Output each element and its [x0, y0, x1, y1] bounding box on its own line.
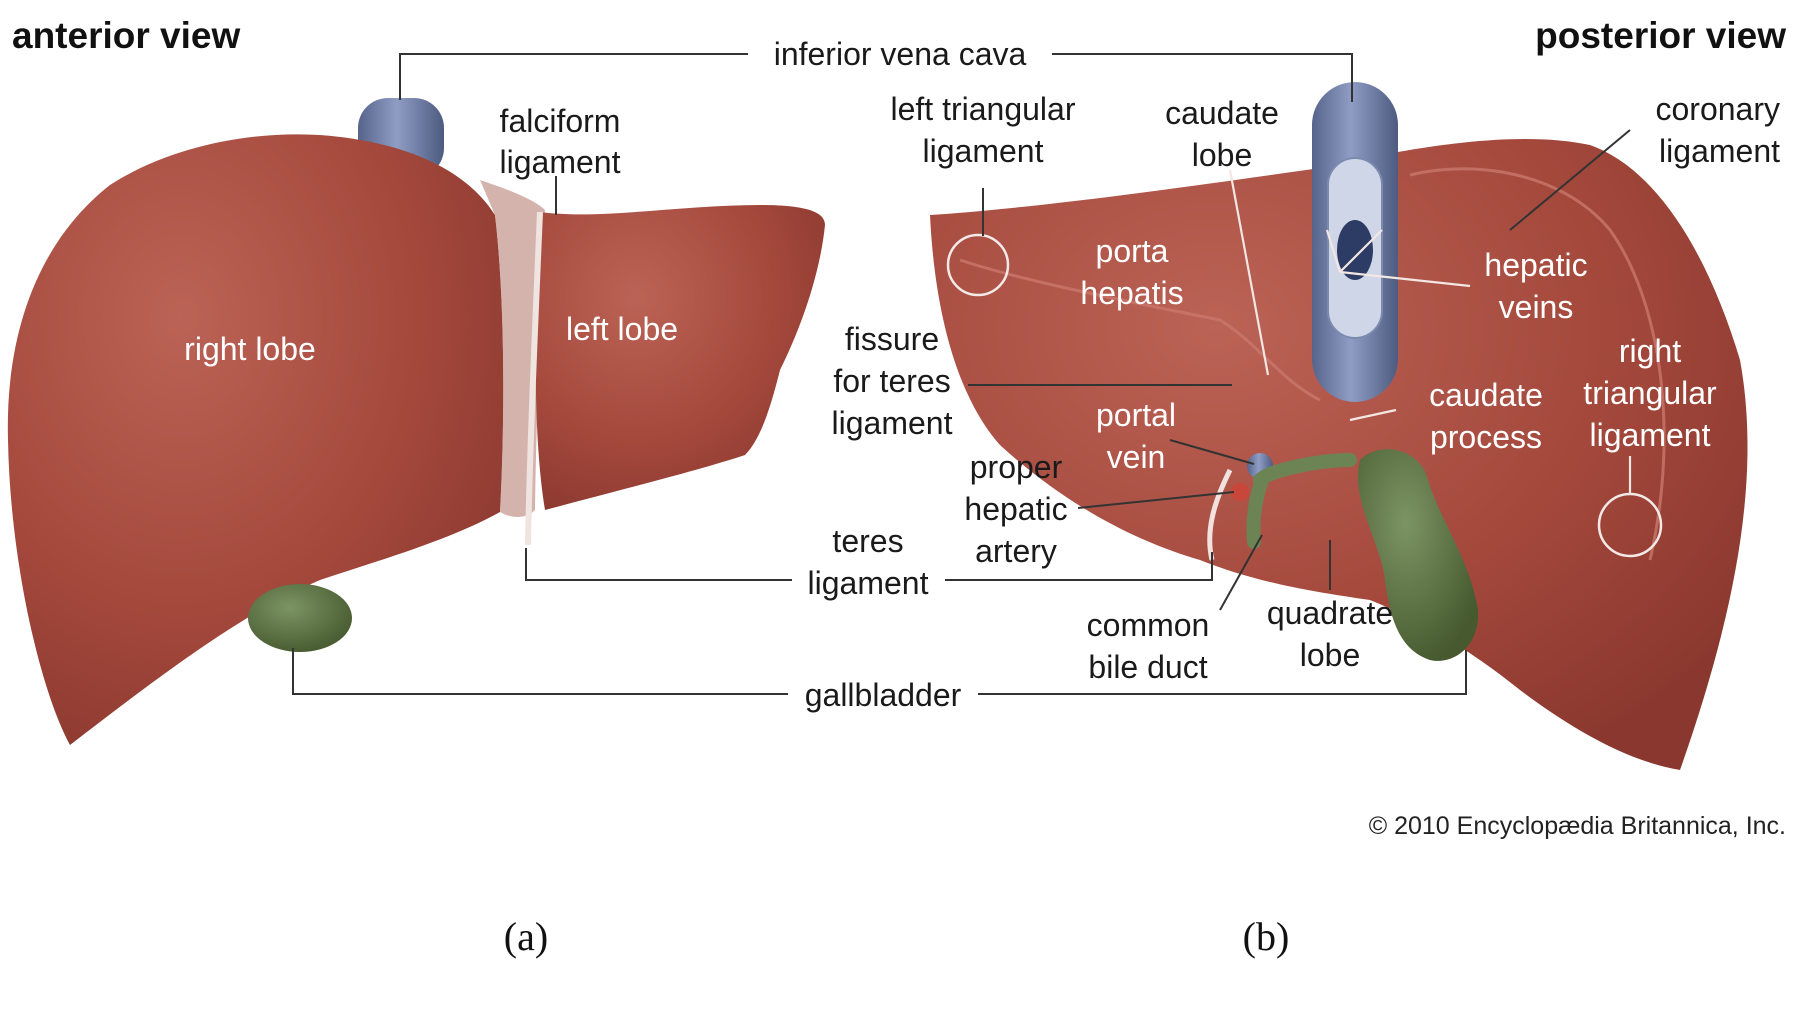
label-gallbladder: gallbladder: [805, 677, 962, 713]
label-caudate-process-1: caudate: [1429, 377, 1543, 413]
label-teres-1: teres: [832, 523, 903, 559]
label-portal-vein-2: vein: [1107, 439, 1166, 475]
label-hepatic-veins-1: hepatic: [1484, 247, 1587, 283]
posterior-view-title: posterior view: [1535, 15, 1786, 56]
gallbladder-anterior: [248, 584, 352, 652]
label-proper-hepatic-1: proper: [970, 449, 1063, 485]
posterior-fissure-contour: [959, 258, 1321, 402]
right-lobe-shape: [7, 134, 504, 745]
teres-ligament-posterior: [1207, 468, 1233, 561]
caption-b: (b): [1243, 914, 1290, 959]
label-common-bile-1: common: [1087, 607, 1210, 643]
anterior-liver: [7, 98, 825, 745]
copyright-notice: © 2010 Encyclopædia Britannica, Inc.: [1369, 812, 1786, 840]
label-fissure-3: ligament: [832, 405, 953, 441]
caption-a: (a): [504, 914, 548, 959]
label-teres-2: ligament: [808, 565, 929, 601]
label-right-triangular-3: ligament: [1590, 417, 1711, 453]
label-hepatic-veins-2: veins: [1499, 289, 1574, 325]
bile-duct-shape: [1246, 453, 1357, 549]
label-fissure-1: fissure: [845, 321, 939, 357]
label-caudate-lobe-2: lobe: [1192, 137, 1253, 173]
label-proper-hepatic-2: hepatic: [964, 491, 1067, 527]
label-left-lobe: left lobe: [566, 311, 678, 347]
label-porta-hepatis-2: hepatis: [1080, 275, 1183, 311]
label-right-triangular-2: triangular: [1583, 375, 1717, 411]
label-coronary-1: coronary: [1656, 91, 1781, 127]
label-portal-vein-1: portal: [1096, 397, 1176, 433]
label-right-triangular-1: right: [1619, 333, 1681, 369]
hepatic-artery-shape: [1231, 483, 1249, 501]
label-falciform-2: ligament: [500, 144, 621, 180]
label-proper-hepatic-3: artery: [975, 533, 1057, 569]
label-falciform-1: falciform: [500, 103, 621, 139]
label-left-triangular-1: left triangular: [891, 91, 1076, 127]
label-quadrate-1: quadrate: [1267, 595, 1393, 631]
label-caudate-lobe-1: caudate: [1165, 95, 1279, 131]
leader-lines: [292, 53, 1632, 695]
label-right-lobe: right lobe: [184, 331, 316, 367]
anterior-view-title: anterior view: [12, 15, 240, 56]
label-caudate-process-2: process: [1430, 419, 1542, 455]
left-lobe-shape: [535, 205, 825, 510]
label-coronary-2: ligament: [1659, 133, 1780, 169]
label-left-triangular-2: ligament: [923, 133, 1044, 169]
coronary-contour: [1409, 167, 1666, 561]
label-porta-hepatis-1: porta: [1096, 233, 1169, 269]
label-common-bile-2: bile duct: [1088, 649, 1207, 685]
label-quadrate-2: lobe: [1300, 637, 1361, 673]
left-triangular-ligament-ring: [946, 233, 1010, 297]
label-inferior-vena-cava: inferior vena cava: [774, 36, 1027, 72]
teres-ligament-anterior: [525, 211, 543, 546]
label-fissure-2: for teres: [833, 363, 950, 399]
gallbladder-posterior: [1357, 449, 1479, 661]
